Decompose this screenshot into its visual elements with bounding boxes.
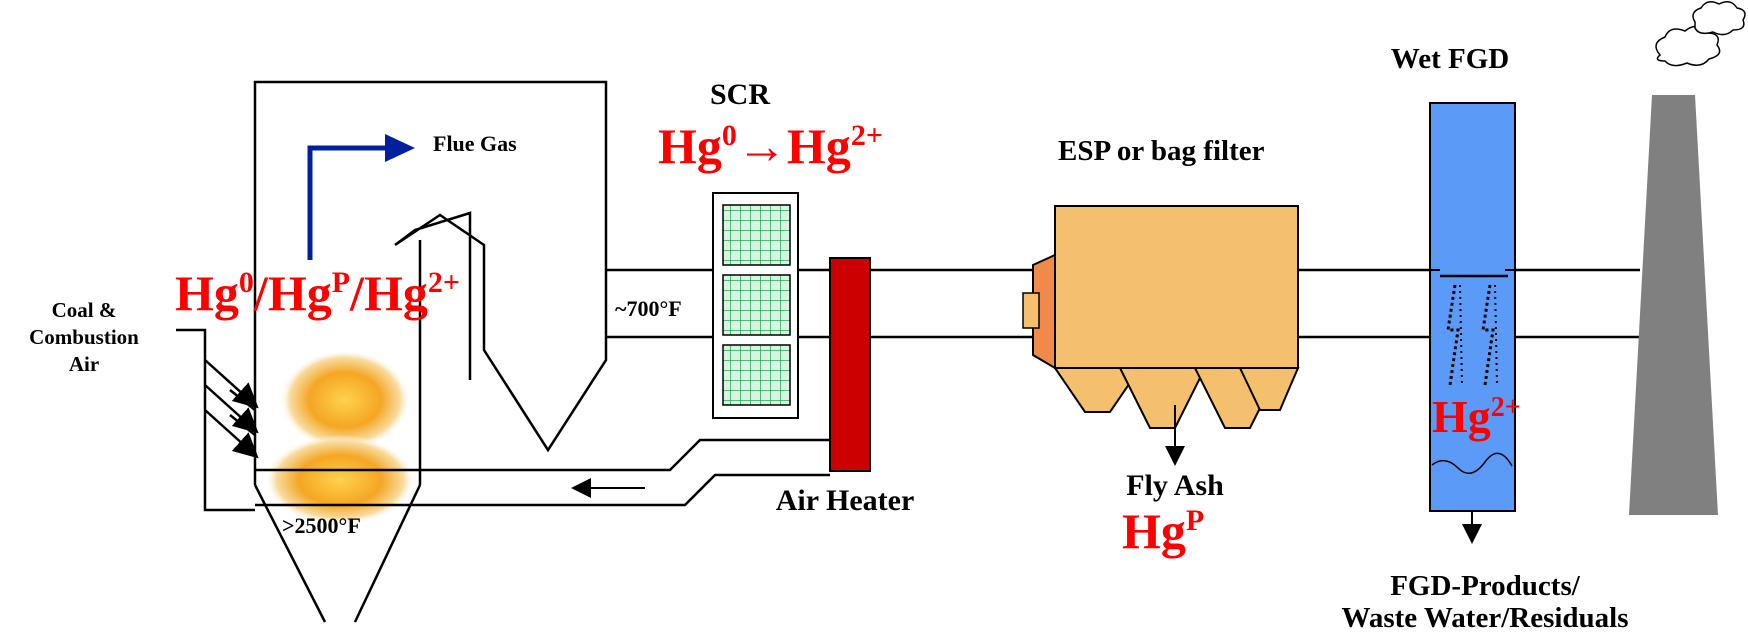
- stack: [1629, 1, 1746, 515]
- fly-ash-label: Fly Ash: [1126, 469, 1224, 502]
- fgd-products-label-1: FGD-Products/: [1390, 570, 1581, 602]
- coal-air-label-1: Coal &: [52, 298, 117, 322]
- esp-label: ESP or bag filter: [1058, 135, 1265, 167]
- coal-air-label-2: Combustion: [29, 325, 139, 349]
- esp-bag-filter: [1022, 205, 1300, 466]
- hg-species-scr: Hg0→Hg2+: [658, 118, 883, 174]
- fgd-products-label-2: Waste Water/Residuals: [1341, 602, 1628, 634]
- air-heater-label: Air Heater: [776, 484, 915, 517]
- coal-air-feed: [176, 328, 259, 512]
- boiler: [253, 80, 608, 623]
- boiler-temp-label: >2500°F: [282, 513, 361, 538]
- hg-species-fgd: Hg2+: [1432, 391, 1521, 442]
- air-heater: [829, 257, 871, 472]
- flue-gas-arrow: [307, 134, 415, 260]
- wet-fgd-tower: [1429, 102, 1516, 544]
- scr-label: SCR: [710, 78, 770, 111]
- flame-lower: [265, 435, 415, 525]
- flue-gas-label: Flue Gas: [433, 131, 517, 156]
- flame-upper: [280, 350, 410, 450]
- hg-species-boiler: Hg0/HgP/Hg2+: [175, 265, 460, 321]
- wet-fgd-label: Wet FGD: [1391, 43, 1509, 75]
- scr-reactor: [712, 192, 799, 419]
- coal-air-label-3: Air: [69, 352, 99, 376]
- air-return-duct: [255, 438, 830, 507]
- duct-temp-label: ~700°F: [615, 296, 682, 321]
- hg-species-fly-ash: HgP: [1122, 503, 1204, 559]
